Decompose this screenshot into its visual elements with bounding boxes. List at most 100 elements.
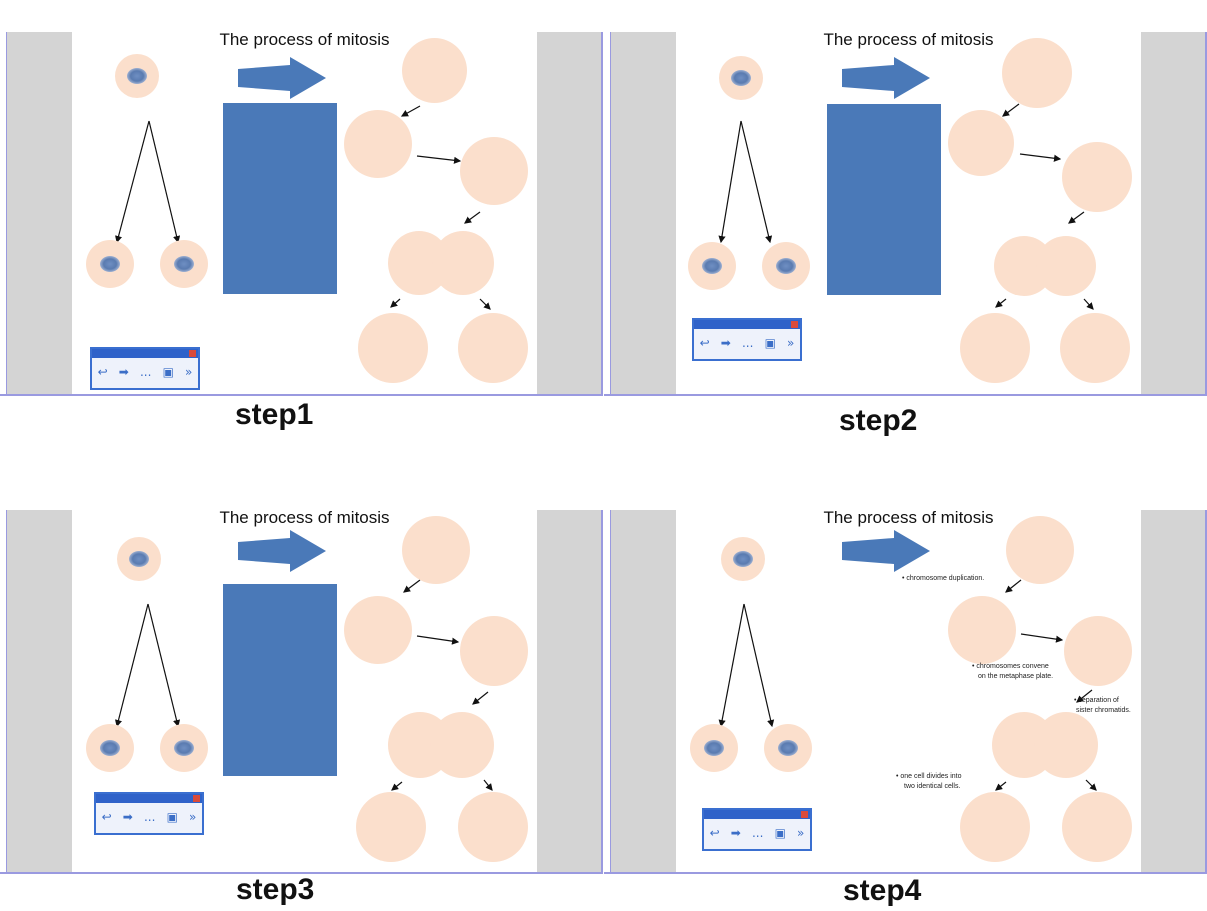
chromosomes [967, 543, 1101, 833]
cell-prophase [344, 110, 412, 178]
annotation-division-1: • one cell divides into [896, 773, 962, 780]
cell-prophase [948, 596, 1016, 664]
forward-arrow-icon[interactable]: ➡ [118, 365, 129, 379]
back-arrow-icon[interactable]: ↩ [101, 810, 112, 824]
cell-telophase-right [458, 792, 528, 862]
daughter-cell-right [762, 242, 810, 290]
cell-anaphase-right [1034, 712, 1098, 778]
left-panel [6, 510, 73, 872]
daughter-cell-right [764, 724, 812, 772]
annotation-metaphase-1: • chromosomes convene [972, 663, 1049, 670]
close-icon[interactable] [791, 321, 798, 328]
monitor-icon[interactable]: ▣ [166, 810, 178, 824]
big-arrow-icon [842, 57, 930, 99]
cell-interphase [1006, 516, 1074, 584]
parent-cell [115, 54, 159, 98]
step-label-3: step3 [236, 873, 315, 906]
more-button[interactable]: ... [751, 826, 764, 840]
cell-anaphase-right [1036, 236, 1096, 296]
annotation-separation-2: sister chromatids. [1076, 707, 1131, 714]
cell-metaphase [460, 137, 528, 205]
cell-telophase-right [1062, 792, 1132, 862]
daughter-cell-left [86, 240, 134, 288]
blue-rectangle [223, 103, 337, 294]
left-panel [610, 510, 677, 872]
slide-step1: The process of mitosis ↩ ➡ ... [72, 16, 537, 394]
cell-prophase [344, 596, 412, 664]
forward-arrow-icon[interactable]: ➡ [720, 336, 731, 350]
daughter-cell-right [160, 724, 208, 772]
blue-rectangle [827, 104, 941, 295]
slide-title: The process of mitosis [219, 30, 390, 49]
slide-step2: The process of mitosis [676, 16, 1141, 394]
toolbar-titlebar [92, 349, 198, 358]
cell-telophase-right [458, 313, 528, 383]
big-arrow-icon [842, 530, 930, 572]
close-icon[interactable] [189, 350, 196, 357]
frame-step1: The process of mitosis ↩ ➡ ... [0, 16, 603, 396]
cell-interphase [402, 516, 470, 584]
frame-step3: The process of mitosis [0, 494, 603, 874]
step-label-1: step1 [235, 398, 314, 431]
left-panel [610, 32, 677, 394]
back-arrow-icon[interactable]: ↩ [709, 826, 720, 840]
cell-telophase-left [960, 792, 1030, 862]
cell-metaphase [1062, 142, 1132, 212]
mini-toolbar: ↩ ➡ ... ▣ » [692, 318, 802, 361]
overflow-button[interactable]: » [787, 336, 795, 350]
daughter-cell-left [86, 724, 134, 772]
annotation-division-2: two identical cells. [904, 783, 961, 790]
overflow-button[interactable]: » [185, 365, 193, 379]
mini-toolbar: ↩ ➡ ... ▣ » [702, 808, 812, 851]
annotation-duplication: • chromosome duplication. [902, 575, 985, 582]
slide-step3: The process of mitosis [72, 494, 537, 872]
overflow-button[interactable]: » [797, 826, 805, 840]
daughter-cell-left [688, 242, 736, 290]
right-panel [535, 32, 603, 394]
parent-cell [721, 537, 765, 581]
slide-step4: The process of mitosis [676, 494, 1141, 872]
step-label-2: step2 [839, 404, 918, 437]
monitor-icon[interactable]: ▣ [162, 365, 174, 379]
arrows-left-tree [115, 105, 491, 310]
right-panel [1139, 32, 1207, 394]
parent-cell [117, 537, 161, 581]
cell-metaphase [1064, 616, 1132, 686]
close-icon[interactable] [801, 811, 808, 818]
cell-metaphase [460, 616, 528, 686]
cell-telophase-left [356, 792, 426, 862]
monitor-icon[interactable]: ▣ [774, 826, 786, 840]
monitor-icon[interactable]: ▣ [764, 336, 776, 350]
frame-step2: The process of mitosis [604, 16, 1207, 396]
annotation-metaphase-2: on the metaphase plate. [978, 673, 1054, 680]
cell-interphase [402, 38, 467, 103]
overflow-button[interactable]: » [189, 810, 197, 824]
big-arrow-icon [238, 530, 326, 572]
slide-title: The process of mitosis [219, 508, 390, 527]
toolbar-titlebar [96, 794, 202, 803]
cell-telophase-right [1060, 313, 1130, 383]
right-panel [1139, 510, 1207, 872]
annotation-separation-1: • separation of [1074, 697, 1119, 704]
forward-arrow-icon[interactable]: ➡ [730, 826, 741, 840]
blue-rectangle [223, 584, 337, 776]
forward-arrow-icon[interactable]: ➡ [122, 810, 133, 824]
daughter-cell-right [160, 240, 208, 288]
close-icon[interactable] [193, 795, 200, 802]
more-button[interactable]: ... [741, 336, 754, 350]
cell-telophase-left [960, 313, 1030, 383]
mini-toolbar: ↩ ➡ ... ▣ » [94, 792, 204, 835]
toolbar-titlebar [704, 810, 810, 819]
right-panel [535, 510, 603, 872]
step-label-4: step4 [843, 874, 922, 907]
toolbar-titlebar [694, 320, 800, 329]
chromosomes [359, 543, 497, 833]
slide-title: The process of mitosis [823, 30, 994, 49]
cell-telophase-left [358, 313, 428, 383]
cell-anaphase-right [430, 712, 494, 778]
slide-title: The process of mitosis [823, 508, 994, 527]
back-arrow-icon[interactable]: ↩ [699, 336, 710, 350]
more-button[interactable]: ... [143, 810, 156, 824]
more-button[interactable]: ... [139, 365, 152, 379]
back-arrow-icon[interactable]: ↩ [97, 365, 108, 379]
